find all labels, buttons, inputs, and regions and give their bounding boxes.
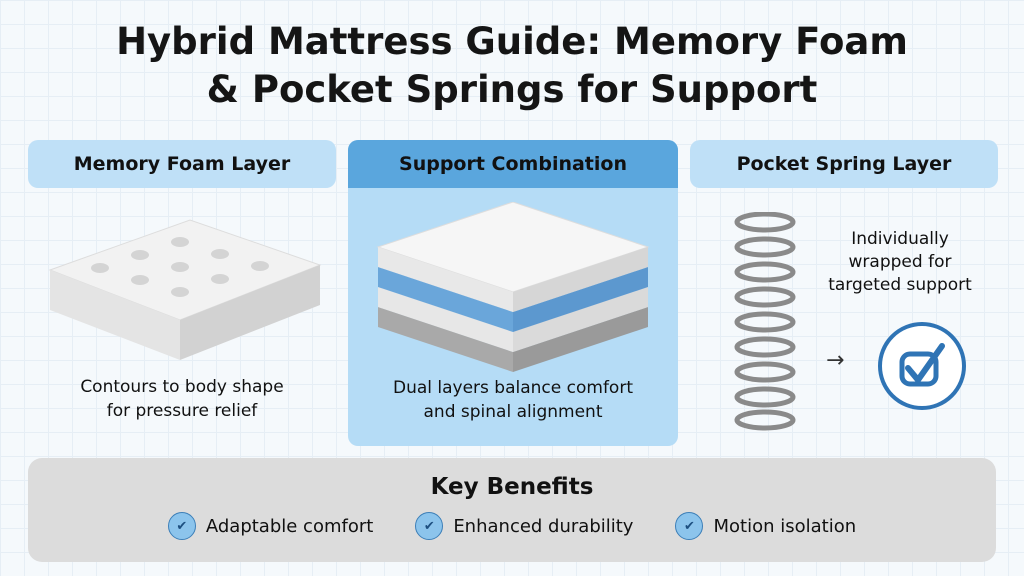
note-line: wrapped for xyxy=(848,252,952,272)
memory-foam-heading: Memory Foam Layer xyxy=(28,140,336,188)
benefit-item: ✔ Adaptable comfort xyxy=(167,512,374,540)
arrow-right-icon: → xyxy=(826,348,845,373)
caption-line: and spinal alignment xyxy=(423,402,603,422)
note-line: targeted support xyxy=(828,275,972,295)
support-combination-caption: Dual layers balance comfort and spinal a… xyxy=(348,376,678,424)
benefit-item: ✔ Motion isolation xyxy=(675,512,856,540)
memory-foam-caption: Contours to body shape for pressure reli… xyxy=(28,375,336,423)
caption-line: for pressure relief xyxy=(106,401,258,421)
memory-foam-illustration xyxy=(48,219,322,360)
check-icon: ✔ xyxy=(675,512,704,540)
benefit-item: ✔ Enhanced durability xyxy=(415,512,633,540)
pocket-spring-heading: Pocket Spring Layer xyxy=(690,140,998,188)
benefit-label: Enhanced durability xyxy=(453,515,634,537)
support-combination-panel: Support Combination Dual layers balance … xyxy=(348,140,678,446)
layered-mattress-illustration xyxy=(376,202,650,372)
check-icon: ✔ xyxy=(415,512,444,540)
pocket-spring-note: Individually wrapped for targeted suppor… xyxy=(810,228,990,297)
benefit-label: Motion isolation xyxy=(713,515,857,537)
benefit-label: Adaptable comfort xyxy=(205,515,374,537)
check-icon: ✔ xyxy=(167,512,196,540)
note-line: Individually xyxy=(851,229,949,249)
title-line-2: & Pocket Springs for Support xyxy=(206,68,818,111)
caption-line: Contours to body shape xyxy=(80,377,284,397)
title-line-1: Hybrid Mattress Guide: Memory Foam xyxy=(116,20,908,63)
key-benefits-title: Key Benefits xyxy=(430,474,594,500)
caption-line: Dual layers balance comfort xyxy=(392,378,633,398)
check-circle-icon xyxy=(878,322,966,410)
key-benefits-panel: Key Benefits ✔ Adaptable comfort ✔ Enhance… xyxy=(28,458,996,562)
support-combination-heading: Support Combination xyxy=(348,140,678,188)
coil-spring-icon xyxy=(734,212,796,431)
page-title: Hybrid Mattress Guide: Memory Foam & Poc… xyxy=(0,18,1024,114)
